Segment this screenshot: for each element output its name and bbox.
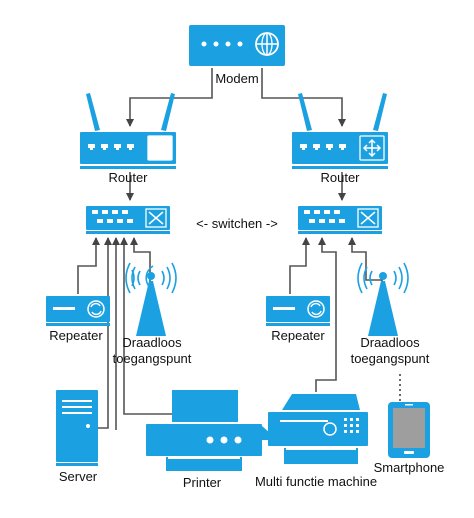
switch-left [86, 206, 170, 234]
multifunction-printer-icon [262, 394, 368, 464]
wire-repeater-left-switch [77, 237, 100, 294]
repeater-icon [46, 296, 110, 326]
wire-mfp-switch [315, 237, 337, 392]
repeater-left: Repeater [46, 296, 110, 343]
connections [77, 68, 401, 430]
switch-icon [86, 206, 170, 234]
router-right-label: Router [320, 170, 360, 185]
wire-ap-right-switch [348, 237, 383, 292]
modem: Modem [189, 25, 285, 86]
access-point-left: Draadloos toegangspunt [113, 262, 192, 366]
repeater-icon [266, 296, 330, 326]
router-right: Router [292, 93, 388, 185]
repeater-right: Repeater [266, 296, 330, 343]
printer-icon [146, 390, 262, 471]
repeater-left-label: Repeater [49, 328, 103, 343]
server-label: Server [59, 469, 98, 484]
switch-icon [298, 206, 382, 234]
switch-caption: <- switchen -> [196, 216, 278, 231]
modem-icon [189, 25, 285, 66]
printer: Printer [146, 390, 262, 490]
wire-printer-switch [120, 237, 172, 415]
access-point-right: Draadloos toegangspunt [351, 262, 430, 366]
mfp-label: Multi functie machine [255, 474, 377, 489]
printer-label: Printer [183, 475, 222, 490]
smartphone-icon [388, 402, 430, 458]
ap-right-label-line1: Draadloos [360, 335, 420, 350]
switch-right [298, 206, 382, 234]
router-left-label: Router [108, 170, 148, 185]
repeater-right-label: Repeater [271, 328, 325, 343]
server-icon [56, 390, 98, 466]
wireless-access-point-icon [125, 262, 177, 336]
wire-repeater-right-switch [289, 237, 310, 294]
router-icon [292, 93, 388, 169]
ap-left-label-line2: toegangspunt [113, 351, 192, 366]
wireless-access-point-icon [357, 262, 409, 336]
ap-left-label-line1: Draadloos [122, 335, 182, 350]
ap-right-label-line2: toegangspunt [351, 351, 430, 366]
server: Server [56, 390, 98, 484]
wire-ap-left-switch [130, 237, 151, 290]
router-left: Router [80, 93, 176, 185]
smartphone: Smartphone [374, 402, 445, 475]
modem-label: Modem [215, 71, 258, 86]
smartphone-label: Smartphone [374, 460, 445, 475]
router-icon [80, 93, 176, 169]
multifunction-machine: Multi functie machine [255, 394, 377, 489]
